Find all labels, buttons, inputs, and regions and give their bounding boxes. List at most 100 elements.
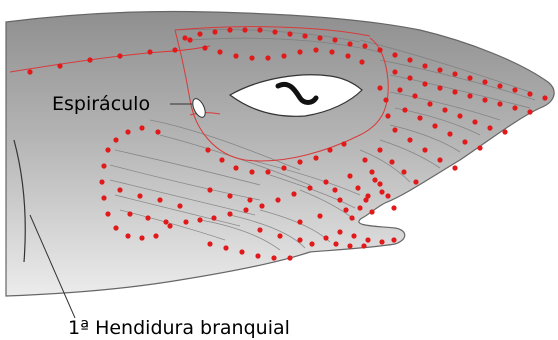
ampulla-dot — [422, 63, 427, 68]
ampulla-dot — [467, 75, 472, 80]
ampulla-dot — [182, 35, 187, 40]
ampulla-dot — [239, 249, 244, 254]
ampulla-dot — [437, 157, 442, 162]
ampulla-dot — [207, 187, 212, 192]
ampulla-dot — [125, 129, 130, 134]
ampulla-dot — [233, 53, 238, 58]
ampulla-dot — [127, 211, 132, 216]
ampulla-dot — [422, 81, 427, 86]
ampulla-dot — [377, 47, 382, 52]
ampulla-dot — [313, 47, 318, 52]
ampulla-dot — [349, 215, 354, 220]
ampulla-dot — [147, 49, 152, 54]
shark-head-body — [6, 11, 554, 296]
ampulla-dot — [317, 213, 322, 218]
ampulla-dot — [227, 211, 232, 216]
ampulla-dot — [512, 105, 517, 110]
ampulla-dot — [347, 41, 352, 46]
ampulla-dot — [257, 227, 262, 232]
ampulla-dot — [392, 127, 397, 132]
ampulla-dot — [397, 87, 402, 92]
ampulla-dot — [385, 193, 390, 198]
ampulla-dot — [99, 179, 104, 184]
ampulla-dot — [365, 237, 370, 242]
ampulla-dot — [452, 165, 457, 170]
ampulla-dot — [227, 27, 232, 32]
ampulla-dot — [87, 57, 92, 62]
ampulla-dot — [139, 125, 144, 130]
ampulla-dot — [345, 53, 350, 58]
ampulla-dot — [101, 163, 106, 168]
ampulla-dot — [27, 69, 32, 74]
ampulla-dot — [212, 29, 217, 34]
ampulla-dot — [309, 241, 314, 246]
ampulla-dot — [297, 237, 302, 242]
ampulla-dot — [247, 197, 252, 202]
ampulla-dot — [227, 193, 232, 198]
ampulla-dot — [259, 203, 264, 208]
ampulla-dot — [177, 203, 182, 208]
ampulla-dot — [257, 27, 262, 32]
ampulla-dot — [482, 97, 487, 102]
ampulla-dot — [187, 37, 192, 42]
ampulla-dot — [272, 29, 277, 34]
ampulla-dot — [477, 145, 482, 150]
ampulla-dot — [271, 255, 276, 260]
ampulla-dot — [527, 91, 532, 96]
ampulla-dot — [157, 197, 162, 202]
ampulla-dot — [287, 31, 292, 36]
ampulla-dot — [172, 47, 177, 52]
ampulla-dot — [527, 109, 532, 114]
ampulla-dot — [243, 207, 248, 212]
ampulla-dot — [117, 187, 122, 192]
ampulla-dot — [249, 55, 254, 60]
ampulla-dot — [291, 191, 296, 196]
ampulla-dot — [383, 97, 388, 102]
ampulla-dot — [167, 223, 172, 228]
ampulla-dot — [391, 237, 396, 242]
ampulla-dot — [407, 137, 412, 142]
ampulla-dot — [317, 35, 322, 40]
ampulla-dot — [297, 159, 302, 164]
ampulla-dot — [442, 107, 447, 112]
ampulla-dot — [117, 53, 122, 58]
ampulla-dot — [153, 233, 158, 238]
ampulla-dot — [407, 57, 412, 62]
ampulla-dot — [255, 253, 260, 258]
ampulla-dot — [487, 125, 492, 130]
ampulla-dot — [542, 95, 547, 100]
ampulla-dot — [277, 233, 282, 238]
ampulla-dot — [337, 197, 342, 202]
first-gill-slit-label: 1ª Hendidura branquial — [68, 317, 290, 339]
ampulla-dot — [183, 219, 188, 224]
ampulla-dot — [197, 31, 202, 36]
ampulla-dot — [365, 193, 370, 198]
ampulla-dot — [502, 129, 507, 134]
ampulla-dot — [332, 187, 337, 192]
ampulla-dot — [407, 75, 412, 80]
ampulla-dot — [389, 159, 394, 164]
ampulla-dot — [249, 169, 254, 174]
ampulla-dot — [233, 165, 238, 170]
ampulla-dot — [482, 79, 487, 84]
ampulla-dot — [105, 211, 110, 216]
ampulla-dot — [242, 27, 247, 32]
ampulla-dot — [163, 219, 168, 224]
ampulla-dot — [323, 179, 328, 184]
ampulla-dot — [155, 129, 160, 134]
ampulla-dot — [362, 157, 367, 162]
ampulla-dot — [377, 181, 382, 186]
ampulla-dot — [385, 113, 390, 118]
ampulla-dot — [323, 235, 328, 240]
ampulla-dot — [462, 139, 467, 144]
ampulla-dot — [417, 115, 422, 120]
ampulla-dot — [337, 229, 342, 234]
ampulla-dot — [205, 147, 210, 152]
ampulla-dot — [105, 147, 110, 152]
ampulla-dot — [265, 55, 270, 60]
ampulla-dot — [457, 113, 462, 118]
ampulla-dot — [379, 189, 384, 194]
ampulla-dot — [113, 137, 118, 142]
ampulla-dot — [347, 173, 352, 178]
ampulla-dot — [359, 59, 364, 64]
